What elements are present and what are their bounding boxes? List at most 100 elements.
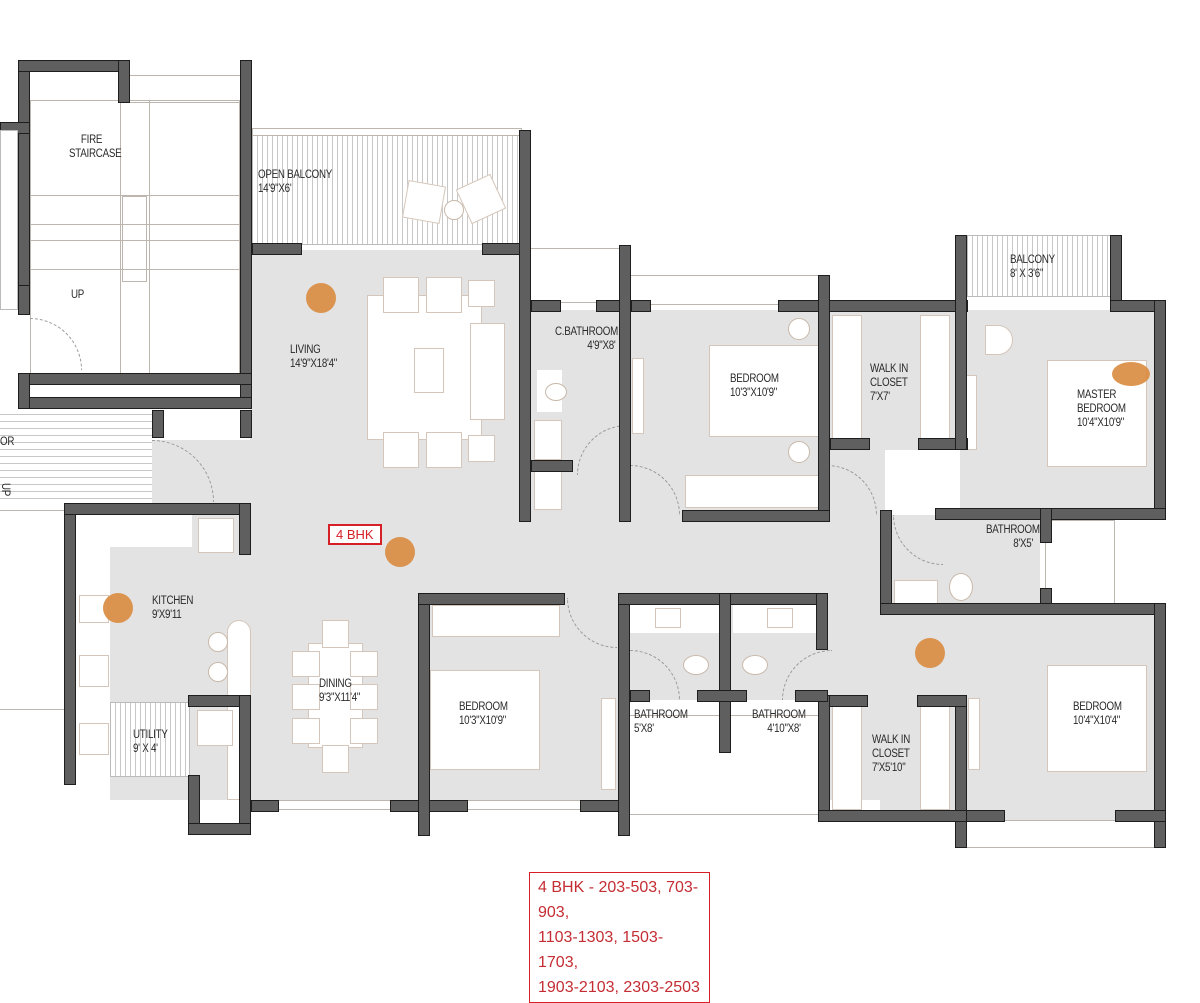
dining-chair [350, 718, 378, 744]
basin [655, 608, 681, 628]
wall [682, 510, 830, 522]
room-label-dining: DINING 9'3"X11'4" [319, 678, 361, 704]
dining-chair [292, 684, 320, 710]
armchair [426, 277, 462, 313]
wall [240, 60, 252, 403]
wall [18, 60, 130, 72]
wall [697, 690, 747, 702]
wall [818, 275, 830, 522]
dining-chair [292, 651, 320, 677]
wall [64, 503, 251, 515]
kitchen-sink [79, 655, 109, 687]
bed [1047, 665, 1147, 772]
person-figure-icon [306, 283, 336, 313]
stairs [0, 510, 66, 710]
wall [955, 235, 967, 450]
window [252, 800, 417, 810]
wall [816, 593, 828, 650]
utility-sink [79, 723, 109, 755]
kitchen-counter-top [110, 515, 192, 547]
ledge [965, 820, 1155, 848]
wall [818, 810, 967, 822]
wall [1154, 603, 1166, 848]
wall [818, 695, 830, 822]
wall [251, 800, 279, 812]
armchair [383, 277, 419, 313]
wall [917, 695, 967, 707]
bed [709, 345, 824, 437]
balcony-table [444, 200, 464, 220]
wall [631, 300, 651, 312]
room-label-open-balcony: OPEN BALCONY 14'9"X6' [258, 169, 333, 195]
wall [1115, 810, 1166, 822]
room-label-utility: UTILITY 9' X 4' [133, 729, 168, 755]
basin [767, 608, 793, 628]
floor-plan: FIRE STAIRCASE UP OPEN BALCONY 14'9"X6' … [0, 60, 1166, 1003]
wall [418, 593, 430, 836]
wall [531, 300, 561, 312]
wall [118, 60, 130, 103]
wall [830, 438, 870, 450]
sofa [470, 323, 505, 420]
wardrobe [432, 605, 560, 637]
room-label-walk-in-closet-2: WALK IN CLOSET 7'X5'10" [872, 734, 911, 774]
armchair [426, 432, 462, 468]
corridor-stairs [0, 410, 152, 505]
wall [18, 373, 252, 385]
window [128, 75, 240, 103]
window [438, 800, 618, 810]
wall [1154, 300, 1166, 520]
dining-chair [322, 745, 349, 773]
wall [880, 603, 1166, 615]
wall [619, 245, 631, 522]
wall [719, 593, 731, 753]
closet-rack [832, 705, 862, 810]
closet-rack [832, 315, 862, 440]
room-label-fire-staircase: FIRE STAIRCASE [69, 134, 122, 160]
room-label-walk-in-closet-1: WALK IN CLOSET 7'X7' [870, 363, 909, 403]
side-table [468, 435, 495, 462]
wall [880, 510, 892, 615]
wall [239, 503, 251, 555]
stair-up-label: UP [71, 289, 85, 301]
room-label-bathroom-3: BATHROOM 4'10"X8' [752, 709, 806, 735]
person-figure-icon [385, 537, 415, 567]
wall [618, 593, 630, 836]
ledge [1045, 520, 1115, 610]
wall [18, 373, 30, 409]
stair-landing [122, 196, 147, 282]
person-figure-icon [103, 593, 133, 623]
tv-unit [632, 358, 644, 434]
wall [955, 695, 967, 848]
stair-treads [30, 195, 240, 225]
wc [545, 383, 567, 401]
bed [430, 670, 540, 770]
wall [519, 130, 531, 522]
dining-chair [322, 620, 349, 648]
unit-type-tag: 4 BHK [328, 524, 382, 545]
wall [795, 690, 828, 702]
stair-treads-2 [30, 240, 240, 270]
balcony-deck [967, 235, 1112, 297]
corridor-up-label: UP [0, 483, 11, 497]
room-label-bedroom-3: BEDROOM 10'4"X10'4" [1073, 701, 1122, 727]
corridor-label: OR [0, 436, 15, 448]
wall [1040, 508, 1052, 543]
wall [18, 60, 30, 310]
side-table [468, 280, 495, 307]
tv-unit [968, 698, 980, 770]
wall [630, 690, 650, 702]
wc [949, 573, 973, 601]
wall [531, 460, 573, 472]
wall [152, 410, 164, 438]
armchair [383, 432, 419, 468]
dining-chair [350, 684, 378, 710]
closet-rack [920, 705, 950, 810]
person-figure-icon [1112, 362, 1150, 386]
unit-numbers-note: 4 BHK - 203-503, 703-903, 1103-1303, 150… [529, 872, 710, 1003]
wall [18, 397, 252, 409]
bar-stool [208, 662, 228, 682]
wardrobe [685, 475, 825, 508]
room-label-living: LIVING 14'9"X18'4" [290, 344, 338, 370]
bedside-lamp [788, 318, 810, 340]
